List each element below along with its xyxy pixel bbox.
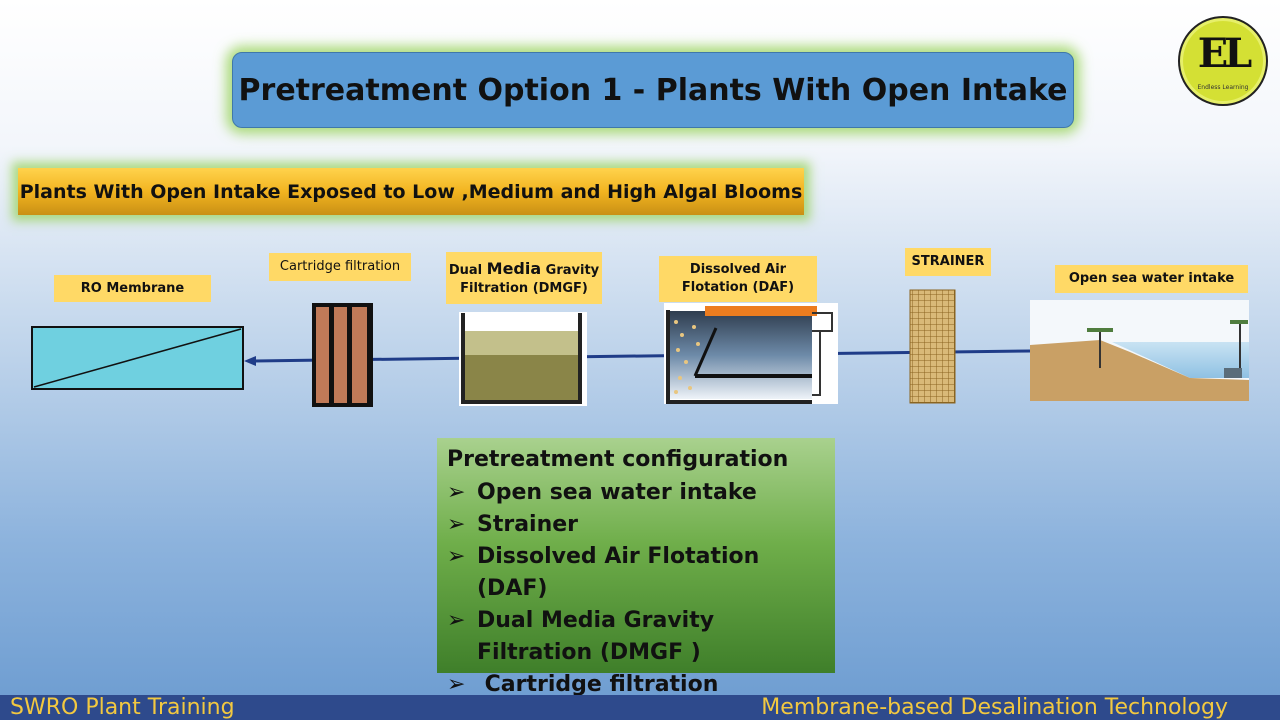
- strainer-label: STRAINER: [905, 248, 991, 276]
- cartridge-filtration-label: Cartridge filtration: [269, 253, 411, 281]
- slide-title-text: Pretreatment Option 1 - Plants With Open…: [238, 72, 1068, 108]
- endless-learning-logo: EL Endless Learning: [1178, 16, 1268, 106]
- daf-tank-graphic: [664, 303, 838, 404]
- flow-arrowhead: [244, 356, 256, 366]
- daf-label-line1: Dissolved Air: [689, 262, 787, 278]
- configuration-heading: Pretreatment configuration: [447, 447, 789, 472]
- open-intake-graphic: [1030, 300, 1249, 401]
- slide-title: Pretreatment Option 1 - Plants With Open…: [232, 52, 1074, 128]
- daf-label-line2: Flotation (DAF): [681, 280, 795, 295]
- cartridge-filtration-label-text: Cartridge filtration: [279, 259, 401, 275]
- logo-tagline: Endless Learning: [1197, 84, 1249, 91]
- strainer-graphic: [909, 289, 956, 404]
- dmgf-label: Dual Media Gravity Filtration (DMGF): [446, 252, 602, 304]
- strainer-label-text: STRAINER: [911, 254, 985, 270]
- config-item: ➢ Cartridge filtration: [447, 669, 825, 701]
- ro-membrane-label: RO Membrane: [54, 275, 211, 302]
- arrow-bullet-icon: ➢: [447, 608, 466, 633]
- arrow-bullet-icon: ➢: [447, 480, 466, 505]
- dmgf-tank-graphic: [459, 312, 587, 406]
- footer-left-text: SWRO Plant Training: [10, 695, 235, 720]
- logo-mark: EL: [1197, 30, 1253, 77]
- pretreatment-configuration-box: Pretreatment configuration ➢Open sea wat…: [437, 438, 835, 697]
- config-item: ➢Dual Media Gravity Filtration (DMGF ): [447, 605, 825, 669]
- subtitle-text: Plants With Open Intake Exposed to Low ,…: [19, 180, 803, 203]
- open-intake-label: Open sea water intake: [1055, 265, 1248, 293]
- config-item: ➢Strainer: [447, 509, 825, 541]
- footer-bar: SWRO Plant Training Membrane-based Desal…: [0, 695, 1280, 720]
- arrow-bullet-icon: ➢: [447, 672, 466, 697]
- config-item: ➢Open sea water intake: [447, 477, 825, 509]
- config-item: ➢Dissolved Air Flotation (DAF): [447, 541, 825, 605]
- arrow-bullet-icon: ➢: [447, 544, 466, 569]
- footer-right-text: Membrane-based Desalination Technology: [761, 695, 1228, 720]
- dmgf-label-line1: Dual Media Gravity: [448, 259, 600, 279]
- arrow-bullet-icon: ➢: [447, 512, 466, 537]
- ro-membrane-label-text: RO Membrane: [80, 280, 185, 296]
- dmgf-label-line2: Filtration (DMGF): [460, 281, 588, 297]
- flow-line: [249, 349, 1031, 363]
- subtitle-banner: Plants With Open Intake Exposed to Low ,…: [18, 168, 804, 215]
- open-intake-label-text: Open sea water intake: [1068, 271, 1235, 287]
- cartridge-filter-graphic: [312, 303, 373, 407]
- ro-membrane-graphic: [31, 326, 244, 390]
- daf-label: Dissolved Air Flotation (DAF): [659, 256, 817, 302]
